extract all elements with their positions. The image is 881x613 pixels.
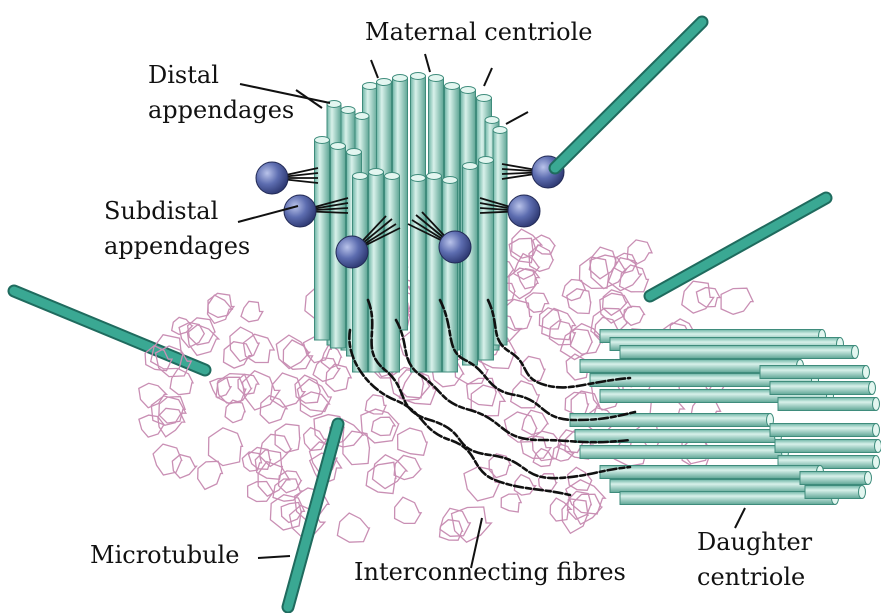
pcm-blob	[208, 293, 234, 317]
pcm-blob	[589, 247, 617, 279]
pcm-blob	[696, 288, 720, 307]
daughter-microtubule	[760, 366, 870, 379]
maternal-microtubule	[385, 173, 400, 373]
pcm-blob	[275, 424, 300, 452]
distal-appendage	[506, 112, 528, 124]
pcm-blob	[553, 444, 574, 461]
pcm-blob	[170, 369, 193, 395]
daughter-microtubule	[620, 346, 859, 359]
maternal-microtubule	[427, 173, 442, 373]
daughter-microtubule	[805, 486, 866, 499]
appendage	[256, 162, 318, 194]
distal-appendage	[425, 54, 430, 72]
pcm-blob	[567, 289, 591, 314]
pcm-blob	[512, 229, 542, 258]
daughter-microtubule	[770, 424, 880, 437]
daughter-microtubule	[770, 382, 876, 395]
maternal-microtubule	[463, 163, 478, 366]
pcm-blob	[139, 415, 164, 437]
pcm-blob	[568, 467, 592, 490]
pcm-blob	[343, 431, 370, 464]
pcm-blob	[270, 495, 304, 530]
daughter-microtubule	[775, 440, 881, 453]
pcm-blob	[224, 342, 253, 368]
pcm-blob	[373, 455, 407, 489]
pcm-blob	[198, 461, 223, 489]
maternal-microtubule	[443, 177, 458, 373]
pcm-blob	[440, 520, 463, 541]
pcm-blob	[366, 462, 396, 493]
label-daughter-line1: Daughter	[697, 528, 813, 556]
pcm-blob	[452, 507, 492, 542]
pcm-blob	[209, 428, 243, 466]
pcm-blob	[337, 513, 369, 542]
pcm-blob	[372, 417, 396, 435]
distal-appendage	[484, 68, 492, 86]
pcm-blob	[514, 475, 535, 496]
label-interconnecting-fibres: Interconnecting fibres	[354, 558, 626, 586]
label-microtubule: Microtubule	[90, 541, 239, 569]
pcm-blob	[159, 397, 185, 424]
label-daughter-line2: centriole	[697, 563, 805, 591]
label-subdistal-line1: Subdistal	[104, 197, 218, 225]
pcm-blob	[242, 452, 261, 471]
daughter-microtubule	[580, 446, 789, 459]
maternal-microtubule	[315, 137, 330, 341]
daughter-microtubule	[778, 398, 880, 411]
distal-appendage	[371, 60, 378, 78]
daughter-microtubule	[575, 430, 782, 443]
label-distal-line1: Distal	[148, 61, 219, 89]
pcm-blob	[501, 494, 521, 512]
pcm-blob	[398, 428, 428, 455]
maternal-microtubule	[493, 127, 507, 346]
pcm-blob	[300, 392, 329, 417]
daughter-microtubule	[800, 472, 872, 485]
pcm-blob	[394, 455, 421, 479]
pcm-blob	[533, 235, 555, 254]
pcm-blob	[721, 288, 753, 314]
pcm-blob	[549, 321, 575, 345]
pcm-blob	[151, 396, 186, 425]
pcm-blob	[248, 482, 274, 502]
pcm-blob	[283, 340, 312, 369]
maternal-microtubule	[353, 173, 368, 373]
label-maternal-centriole: Maternal centriole	[365, 18, 593, 46]
maternal-microtubule	[479, 157, 494, 361]
daughter-microtubule	[600, 466, 824, 479]
pcm-blob	[241, 301, 263, 322]
pcm-blob	[172, 455, 196, 479]
maternal-centriole	[315, 73, 508, 373]
label-subdistal-line2: appendages	[104, 232, 250, 260]
maternal-microtubule	[411, 175, 426, 373]
pcm-blob	[153, 444, 182, 475]
pcm-blob	[624, 306, 645, 325]
pcm-blob	[208, 295, 233, 323]
label-distal-line2: appendages	[148, 96, 294, 124]
pcm-blob	[580, 257, 610, 288]
pcm-blob	[279, 471, 302, 493]
pcm-blob	[395, 497, 422, 523]
